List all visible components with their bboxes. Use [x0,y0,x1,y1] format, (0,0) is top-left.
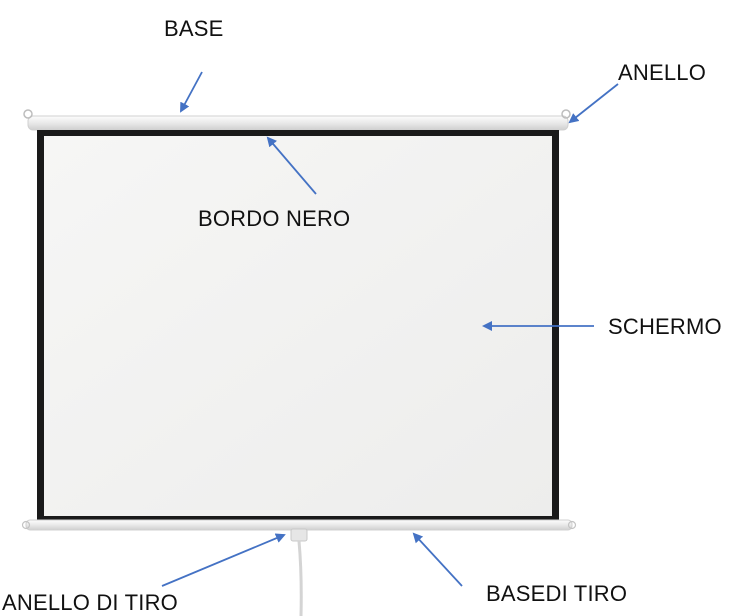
arrow-base [180,71,203,113]
label-schermo: SCHERMO [608,314,722,339]
label-anello: ANELLO [618,60,707,85]
pull-ring [290,528,308,616]
screen-surface [44,136,552,516]
label-bordo-nero: BORDO NERO [198,206,351,231]
top-housing [23,109,571,131]
arrow-bordo-nero [266,136,317,195]
left-ring-icon [23,109,33,119]
label-base: BASE [164,16,224,41]
arrow-basedi-tiro [412,532,463,587]
label-anello-di-tiro: ANELLO DI TIRO [2,590,178,615]
label-basedi-tiro: BASEDI TIRO [486,581,628,606]
arrow-anello [568,83,619,124]
arrow-anello-di-tiro [161,533,286,587]
